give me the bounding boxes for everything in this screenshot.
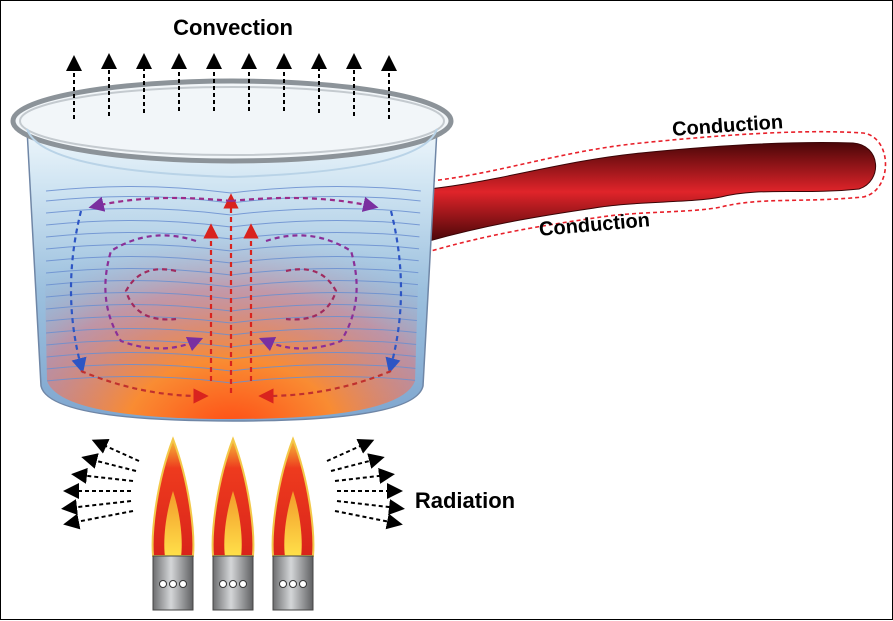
convection-arrows xyxy=(66,53,397,119)
burner-1 xyxy=(151,436,195,611)
radiation-label: Radiation xyxy=(415,488,515,513)
burner-3 xyxy=(271,436,315,611)
convection-label: Convection xyxy=(173,15,293,40)
pan-handle xyxy=(428,130,887,252)
radiation-arrows-right xyxy=(326,438,405,530)
radiation-arrows-left xyxy=(61,438,140,530)
conduction-label-top: Conduction xyxy=(671,111,783,141)
pot xyxy=(10,78,454,422)
burner-2 xyxy=(211,436,255,611)
